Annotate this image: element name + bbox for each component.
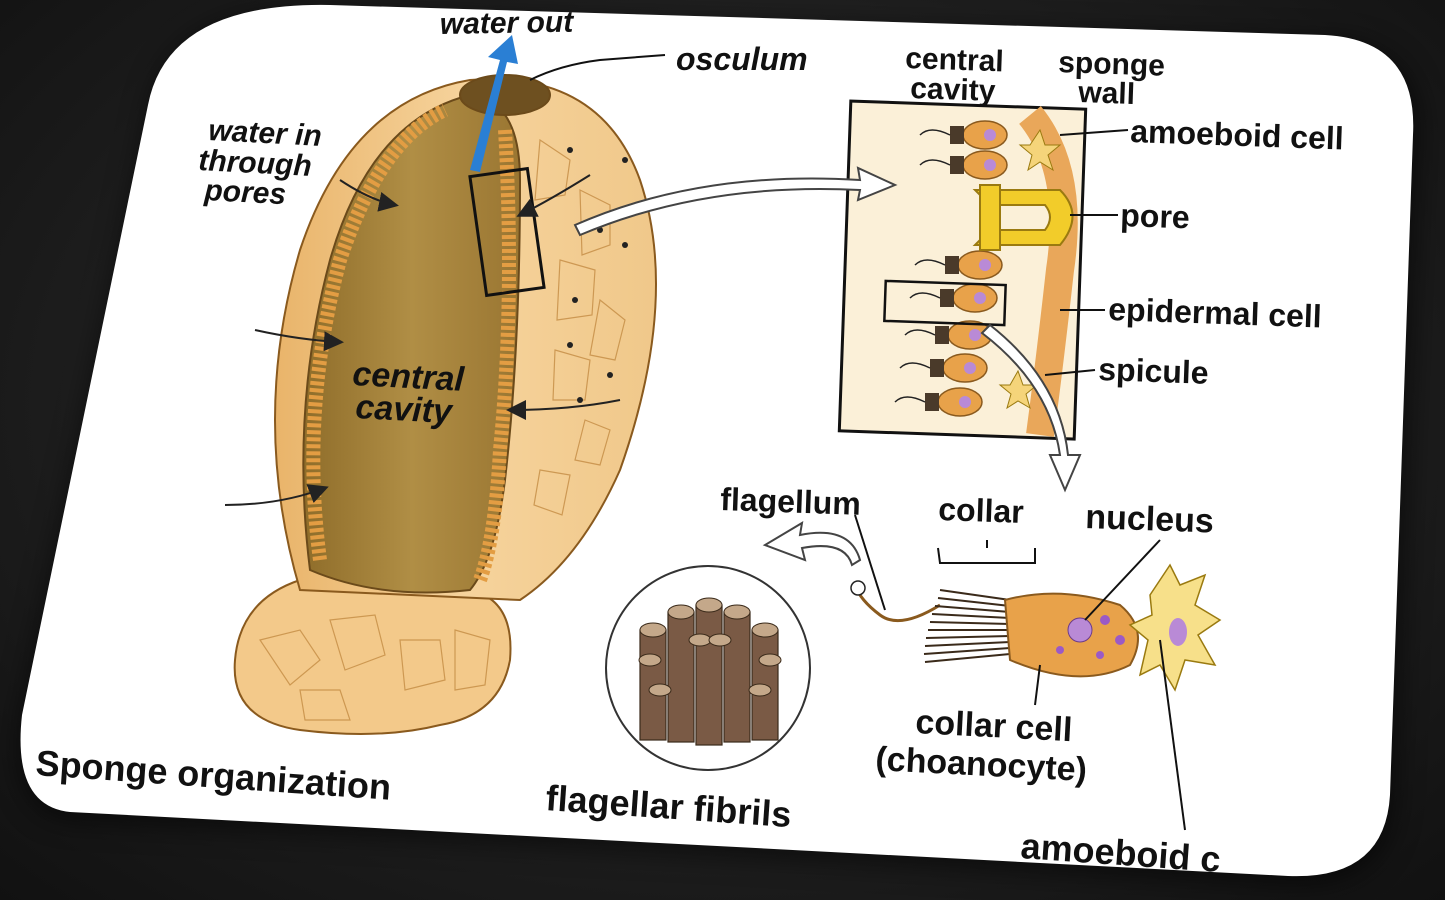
label-water-in-3: pores: [203, 174, 287, 211]
label-pore: pore: [1120, 197, 1191, 235]
label-spicule: spicule: [1098, 351, 1209, 391]
label-flagellum: flagellum: [720, 481, 862, 522]
label-nucleus: nucleus: [1085, 498, 1215, 540]
sponge-base: [235, 580, 511, 734]
label-collar: collar: [938, 491, 1025, 530]
label-epidermal-cell: epidermal cell: [1108, 291, 1323, 334]
flagellar-fibrils-detail: [606, 566, 810, 770]
label-water-out: water out: [440, 6, 576, 41]
label-central-cavity-main-2: cavity: [355, 388, 455, 431]
label-central-cavity-inset-2: cavity: [910, 72, 996, 108]
label-sponge-wall-2: wall: [1077, 76, 1136, 111]
osculum-opening: [460, 75, 550, 115]
label-amoeboid-cell: amoeboid cell: [1130, 113, 1345, 156]
label-osculum: osculum: [676, 41, 808, 77]
wall-detail-inset: [839, 101, 1085, 439]
